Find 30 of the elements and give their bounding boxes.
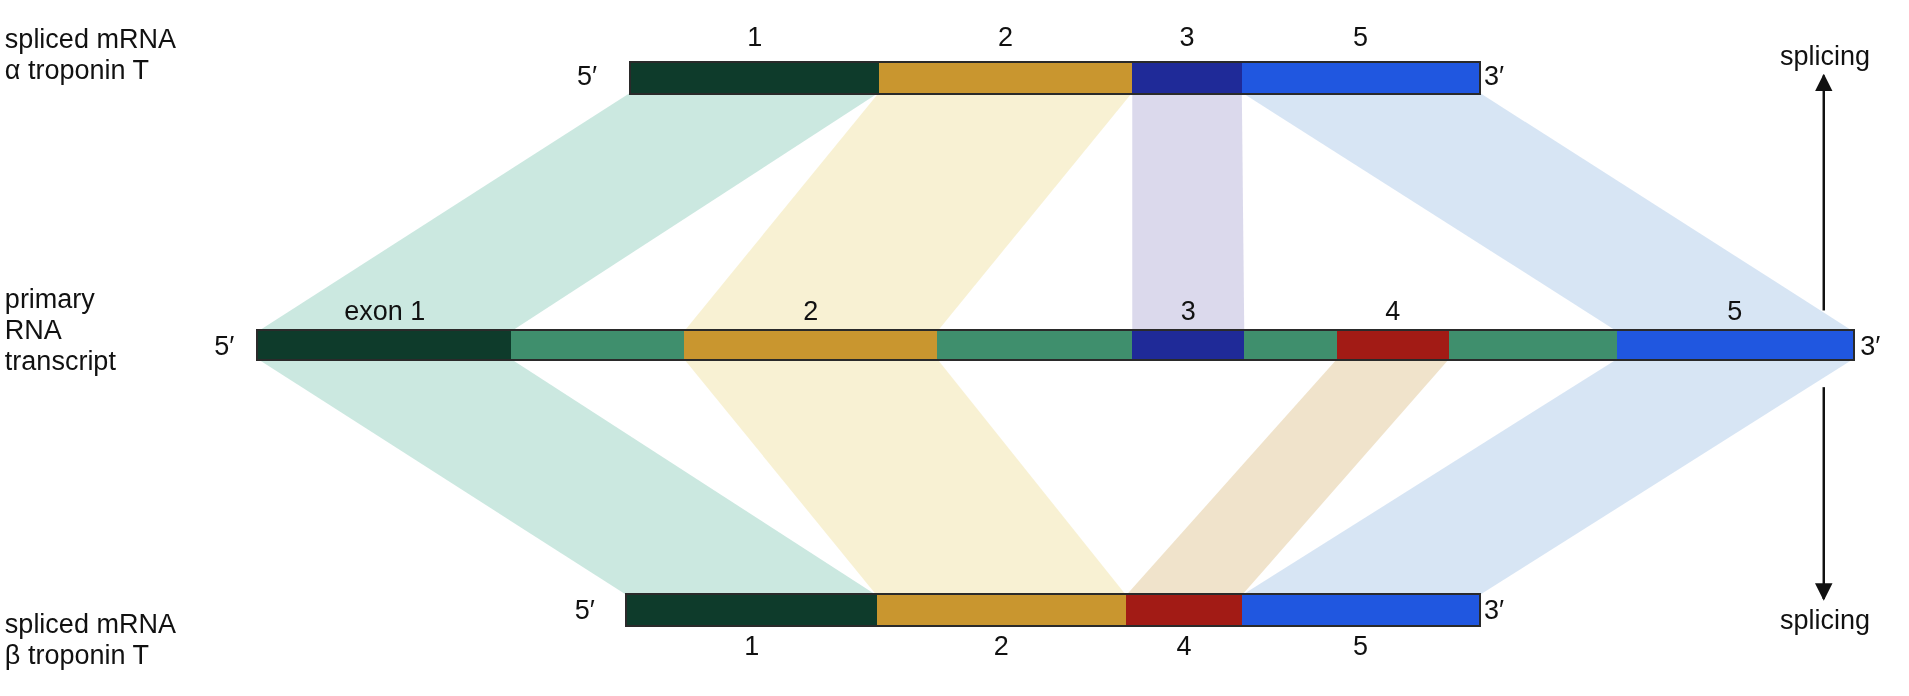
exon-label: 2	[992, 630, 1010, 661]
exon-label: 5	[1726, 295, 1744, 326]
exon-label: 5	[1352, 21, 1370, 52]
strand-end-label: 3′	[1860, 331, 1882, 363]
process-label: splicing	[1779, 41, 1870, 73]
mapping-band	[1132, 92, 1245, 332]
exon-label: 5	[1352, 630, 1369, 661]
mapping-band	[1126, 359, 1449, 596]
exon-label: exon 1	[343, 295, 427, 326]
exon-label: 4	[1384, 295, 1402, 326]
arrow	[1815, 73, 1833, 311]
process-label: splicing	[1779, 605, 1870, 637]
mapping-band	[684, 359, 1127, 596]
exon-label: 3	[1179, 295, 1197, 326]
exon-label: 2	[802, 295, 820, 326]
strand-end-label: 3′	[1484, 60, 1506, 92]
exon-label: 1	[746, 21, 764, 52]
exon-label: 1	[743, 630, 761, 661]
arrow	[1815, 387, 1833, 601]
exon-label: 3	[1178, 21, 1196, 52]
strand-end-label: 3′	[1484, 595, 1506, 627]
exon-label: 4	[1175, 630, 1193, 661]
row-label: primary RNA transcript	[4, 283, 117, 377]
strand-end-label: 5′	[577, 60, 599, 92]
row-label: spliced mRNA β troponin T	[4, 608, 176, 671]
strand-end-label: 5′	[574, 595, 596, 627]
mapping-band	[684, 92, 1133, 332]
strand-end-label: 5′	[214, 331, 236, 363]
row-label: spliced mRNA α troponin T	[4, 24, 176, 87]
exon-label: 2	[997, 21, 1015, 52]
